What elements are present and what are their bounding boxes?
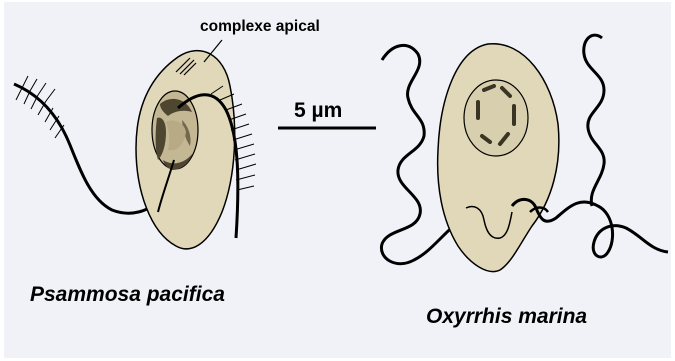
psammosa-cell [14,40,256,249]
scale-bar-label: 5 µm [294,99,342,123]
oxyrrhis-cell [381,35,668,271]
oxyrrhis-upper-flagellum [584,35,604,206]
oxyrrhis-nucleus [464,80,528,156]
psammosa-name-label: Psammosa pacifica [30,283,225,307]
oxyrrhis-name-label: Oxyrrhis marina [426,305,587,329]
apical-complex-label: complexe apical [200,18,320,36]
psammosa-nucleus [152,91,198,170]
